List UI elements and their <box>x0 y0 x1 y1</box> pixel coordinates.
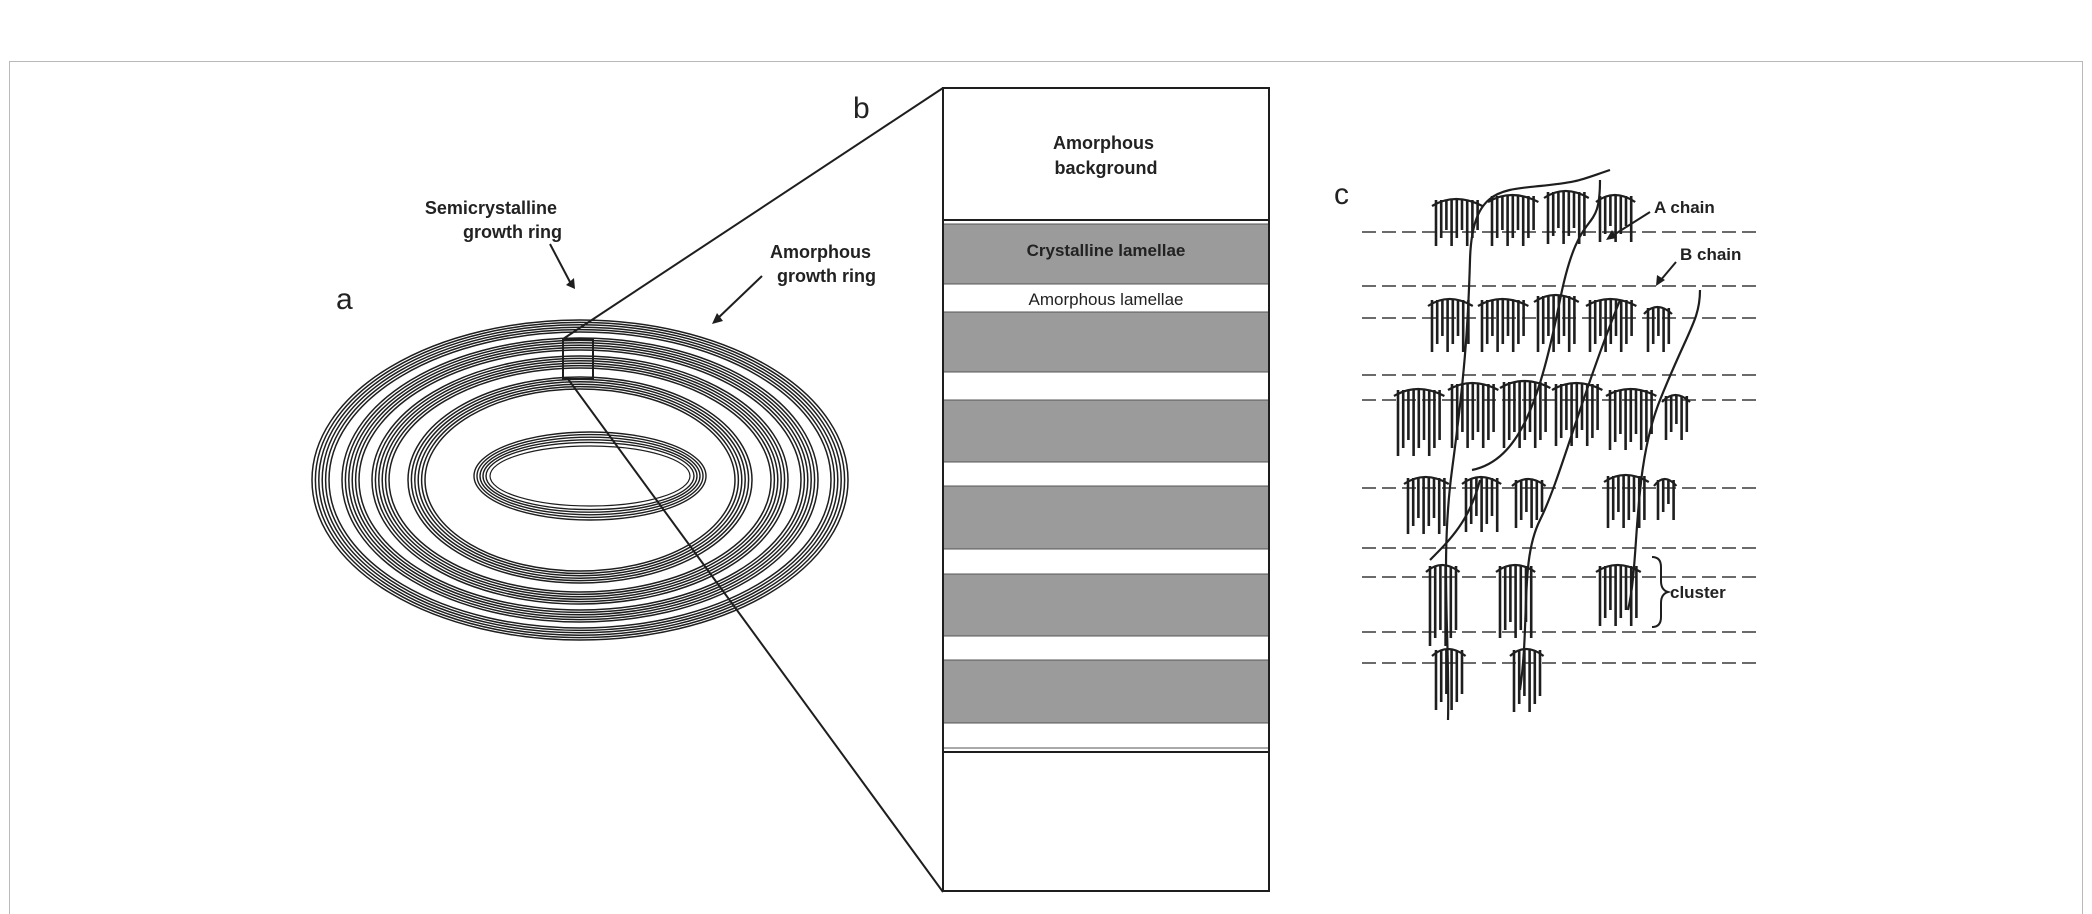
amylopectin-tree <box>1393 168 1702 721</box>
growth-ring-line <box>311 319 849 641</box>
chain-arc <box>1551 381 1603 391</box>
cluster-label: cluster <box>1670 583 1726 602</box>
crystalline-lamella <box>942 399 1270 463</box>
zoom-line-top <box>562 87 944 340</box>
lamellae-panel: b Amorphous background Crystalline lamel… <box>853 87 1270 892</box>
chain-arc <box>1661 393 1691 403</box>
growth-ring-line <box>328 331 832 629</box>
growth-ring-line <box>424 388 736 572</box>
chain-arc <box>1487 193 1539 203</box>
growth-ring-line <box>374 357 786 603</box>
growth-ring-line <box>358 349 802 611</box>
lamellae-stack <box>942 219 1270 753</box>
amorphous-ring-arrow <box>715 275 763 321</box>
panel-b-letter: b <box>853 92 870 125</box>
b-chain-arrow <box>1659 261 1677 282</box>
chain-arc <box>1585 297 1637 307</box>
a-chain-arrowhead-icon <box>1606 230 1617 240</box>
panel-c-letter: c <box>1334 178 1349 211</box>
inner-ring-line <box>479 436 701 516</box>
inner-ring-line <box>473 431 707 521</box>
growth-ring-line <box>414 381 746 579</box>
amorphous-background-label: Amorphous background <box>1053 133 1159 178</box>
chain-arc <box>1477 297 1529 307</box>
growth-ring-line <box>344 339 816 621</box>
chain-arc <box>1533 293 1580 303</box>
chain-arc <box>1431 197 1483 207</box>
growth-ring-line <box>388 367 772 593</box>
chain-arc <box>1595 193 1636 203</box>
amorphous-lamellae-label: Amorphous lamellae <box>1029 290 1184 309</box>
growth-ring-line <box>378 360 782 600</box>
chain-arc <box>1509 647 1545 657</box>
inner-ring-line <box>485 441 695 511</box>
zoom-box <box>562 338 594 380</box>
backbone-b-chain <box>1626 289 1702 611</box>
growth-ring-line <box>381 362 779 598</box>
chain-arc <box>1511 477 1547 487</box>
cluster-brace-icon <box>1651 556 1672 628</box>
backbone-b-chain <box>1518 299 1622 691</box>
inner-ring-line <box>476 433 704 519</box>
chain-arc <box>1447 381 1499 391</box>
chain-arc <box>1425 563 1461 573</box>
chain-arc <box>1427 297 1474 307</box>
inner-ring-line <box>482 439 698 513</box>
granule-panel: a Semicrystalline growth ring Amorphous … <box>311 198 876 641</box>
amylopectin-cluster-panel: c A chain B chain cluster <box>1334 168 1760 721</box>
growth-ring-line <box>384 364 776 596</box>
semicrystalline-ring-label: Semicrystalline growth ring <box>425 198 562 242</box>
hilum <box>489 445 691 507</box>
growth-ring-line <box>314 321 846 639</box>
crystalline-lamella <box>942 485 1270 550</box>
growth-ring-line <box>420 385 740 575</box>
growth-ring-line <box>407 376 753 584</box>
chain-arc <box>1495 563 1536 573</box>
growth-ring-line <box>348 342 812 618</box>
crystalline-lamella <box>942 659 1270 724</box>
growth-ring-line <box>318 324 842 636</box>
column-outline <box>942 87 1270 892</box>
chain-arc <box>1403 475 1450 485</box>
amorphous-ring-arrowhead-icon <box>712 313 723 324</box>
chain-arc <box>1393 387 1445 397</box>
b-chain-arrowhead-icon <box>1656 275 1665 286</box>
crystalline-lamella <box>942 573 1270 637</box>
growth-rings <box>311 319 849 641</box>
backbone-b-chain <box>1444 168 1611 721</box>
crystalline-lamella <box>942 311 1270 373</box>
panel-a-letter: a <box>336 283 353 316</box>
chain-arc <box>1543 189 1590 199</box>
semicrystalline-arrow <box>549 243 571 283</box>
zoom-line-bottom <box>567 378 944 893</box>
chain-arc <box>1431 647 1467 657</box>
a-chain-arrow <box>1611 211 1651 237</box>
chain-arc <box>1605 387 1657 397</box>
chain-arc <box>1461 475 1502 485</box>
semicrystalline-arrowhead-icon <box>566 278 575 289</box>
amorphous-ring-label: Amorphous growth ring <box>770 242 876 286</box>
growth-ring-line <box>324 328 836 632</box>
growth-ring-line <box>354 346 806 614</box>
crystalline-lamellae-label: Crystalline lamellae <box>1027 241 1186 260</box>
chain-arc <box>1595 563 1642 573</box>
chain-arc <box>1643 305 1673 315</box>
chain-arc <box>1653 477 1678 487</box>
growth-ring-line <box>417 383 743 577</box>
chain-arc <box>1603 473 1650 483</box>
chain-arc <box>1499 379 1551 389</box>
b-chain-label: B chain <box>1680 245 1741 264</box>
growth-ring-line <box>351 344 809 616</box>
growth-ring-line <box>371 355 789 605</box>
a-chain-label: A chain <box>1654 198 1715 217</box>
